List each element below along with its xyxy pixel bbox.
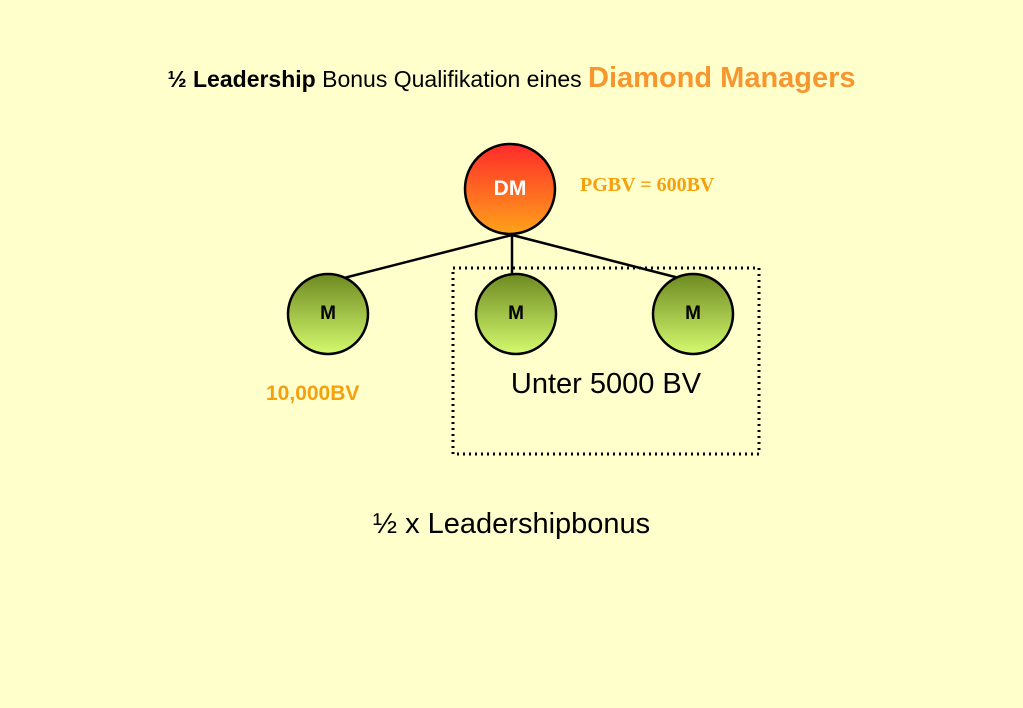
- node-left-label: M: [320, 303, 336, 324]
- node-right-circle: [651, 272, 735, 356]
- left-annotation: 10,000BV: [266, 382, 360, 405]
- node-middle-label: M: [508, 303, 524, 324]
- footer-text: ½ x Leadershipbonus: [372, 508, 651, 540]
- title-accent: Diamond Managers: [588, 62, 856, 94]
- connector-left: [339, 233, 513, 281]
- title-bold: ½ Leadership: [167, 66, 316, 92]
- node-middle-circle: [474, 272, 558, 356]
- box-label: Unter 5000 BV: [510, 368, 702, 400]
- node-root-label: DM: [493, 177, 527, 200]
- node-right-label: M: [685, 303, 701, 324]
- slide-title: ½ Leadership Bonus Qualifikation eines D…: [0, 62, 1023, 95]
- node-root-circle: [463, 142, 557, 236]
- root-annotation: PGBV = 600BV: [580, 174, 715, 196]
- connector-right: [511, 233, 684, 281]
- title-normal: Bonus Qualifikation eines: [315, 66, 589, 92]
- node-left-circle: [286, 272, 370, 356]
